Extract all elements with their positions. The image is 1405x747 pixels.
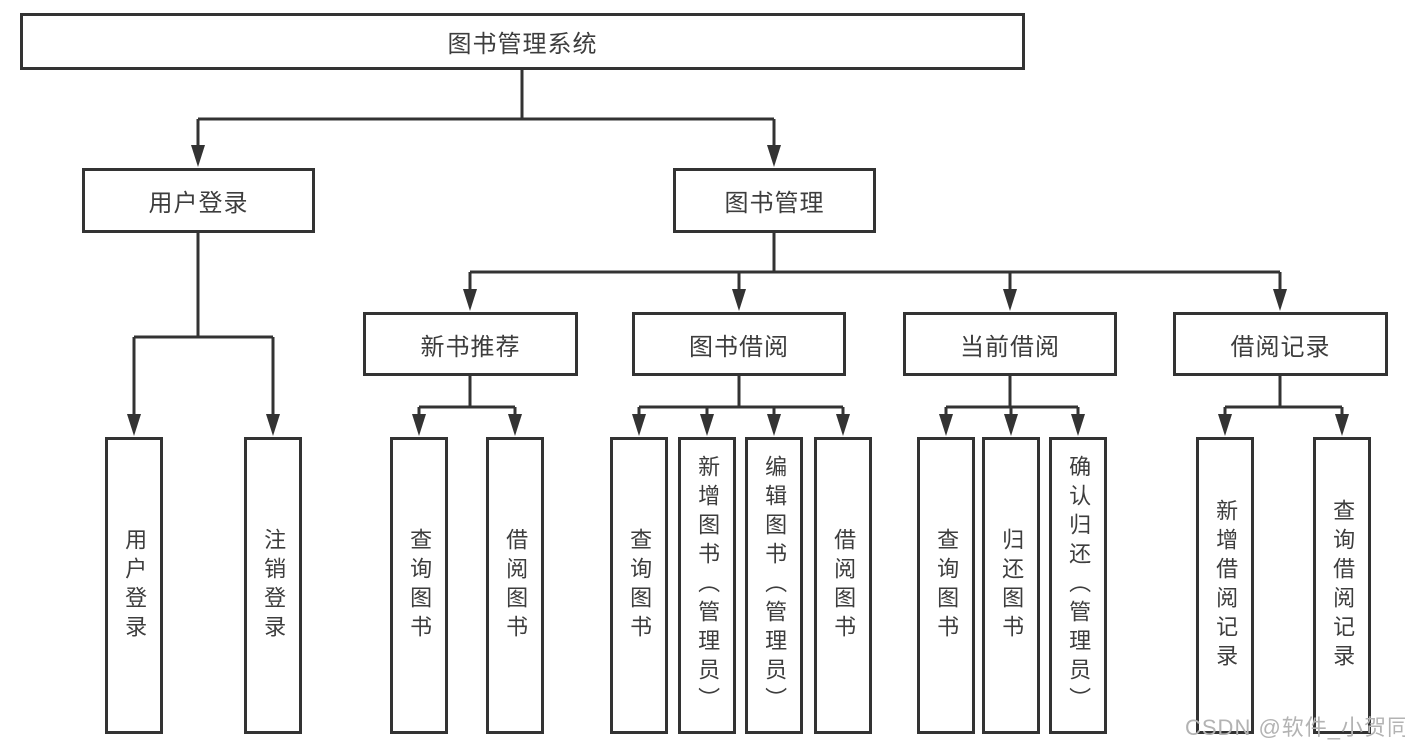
node-new-book-recommend: 新书推荐 [363, 312, 578, 376]
arrow-icon [1218, 414, 1232, 436]
leaf-borrow-books-2: 借阅图书 [814, 437, 872, 734]
leaf-user-login: 用户登录 [105, 437, 163, 734]
node-current-borrow-label: 当前借阅 [960, 333, 1060, 361]
leaf-query-books-1: 查询图书 [390, 437, 448, 734]
node-borrow-records: 借阅记录 [1173, 312, 1388, 376]
connector-book-borrow [637, 376, 845, 419]
arrow-icon [127, 414, 141, 436]
connector-new-book [417, 376, 517, 419]
leaf-edit-books-admin: 编辑图书（管理员） [745, 437, 803, 734]
connector-user-login [132, 233, 275, 419]
leaf-return-books-label: 归还图书 [999, 527, 1025, 644]
arrow-icon [767, 414, 781, 436]
arrow-icon [632, 414, 646, 436]
leaf-logout: 注销登录 [244, 437, 302, 734]
leaf-query-books-3: 查询图书 [917, 437, 975, 734]
arrow-icon [412, 414, 426, 436]
node-user-login: 用户登录 [82, 168, 315, 233]
leaf-user-login-label: 用户登录 [122, 527, 148, 644]
connector-root [196, 70, 776, 150]
leaf-query-books-2: 查询图书 [610, 437, 668, 734]
node-new-book-recommend-label: 新书推荐 [420, 333, 521, 361]
arrow-icon [191, 145, 205, 167]
leaf-borrow-books-1: 借阅图书 [486, 437, 544, 734]
connector-borrow-records [1223, 376, 1344, 419]
node-book-management-label: 图书管理 [724, 190, 825, 217]
arrowheads [127, 145, 1349, 436]
node-borrow-records-label: 借阅记录 [1230, 333, 1331, 361]
node-book-borrow-label: 图书借阅 [689, 333, 789, 361]
arrow-icon [1003, 289, 1017, 311]
leaf-logout-label: 注销登录 [261, 527, 287, 644]
leaf-add-books-admin: 新增图书（管理员） [678, 437, 736, 734]
leaf-add-borrow-record-label: 新增借阅记录 [1213, 498, 1239, 673]
arrow-icon [463, 289, 477, 311]
connector-current-borrow [944, 376, 1080, 419]
watermark: CSDN @软件_小贺同学 [1185, 715, 1405, 740]
arrow-icon [700, 414, 714, 436]
leaf-borrow-books-2-label: 借阅图书 [831, 527, 857, 644]
leaf-return-books: 归还图书 [982, 437, 1040, 734]
leaf-query-books-3-label: 查询图书 [934, 527, 960, 644]
arrow-icon [939, 414, 953, 436]
node-library-system: 图书管理系统 [20, 13, 1025, 70]
arrow-icon [266, 414, 280, 436]
arrow-icon [767, 145, 781, 167]
node-library-system-label: 图书管理系统 [447, 31, 598, 58]
leaf-add-books-admin-label: 新增图书（管理员） [695, 455, 721, 716]
node-book-borrow: 图书借阅 [632, 312, 846, 376]
leaf-borrow-books-1-label: 借阅图书 [503, 527, 529, 644]
connector-paths [132, 70, 1344, 419]
node-user-login-label: 用户登录 [148, 190, 249, 217]
arrow-icon [1335, 414, 1349, 436]
leaf-confirm-return-admin-label: 确认归还（管理员） [1066, 455, 1092, 716]
arrow-icon [508, 414, 522, 436]
leaf-edit-books-admin-label: 编辑图书（管理员） [762, 455, 788, 716]
node-book-management: 图书管理 [673, 168, 876, 233]
leaf-query-books-2-label: 查询图书 [627, 527, 653, 644]
leaf-query-books-1-label: 查询图书 [407, 527, 433, 644]
arrow-icon [1071, 414, 1085, 436]
arrow-icon [1004, 414, 1018, 436]
connector-book-mgmt [468, 233, 1282, 294]
arrow-icon [732, 289, 746, 311]
leaf-confirm-return-admin: 确认归还（管理员） [1049, 437, 1107, 734]
arrow-icon [1273, 289, 1287, 311]
leaf-add-borrow-record: 新增借阅记录 [1196, 437, 1254, 734]
leaf-query-borrow-record-label: 查询借阅记录 [1330, 498, 1356, 673]
leaf-query-borrow-record: 查询借阅记录 [1313, 437, 1371, 734]
arrow-icon [836, 414, 850, 436]
node-current-borrow: 当前借阅 [903, 312, 1117, 376]
